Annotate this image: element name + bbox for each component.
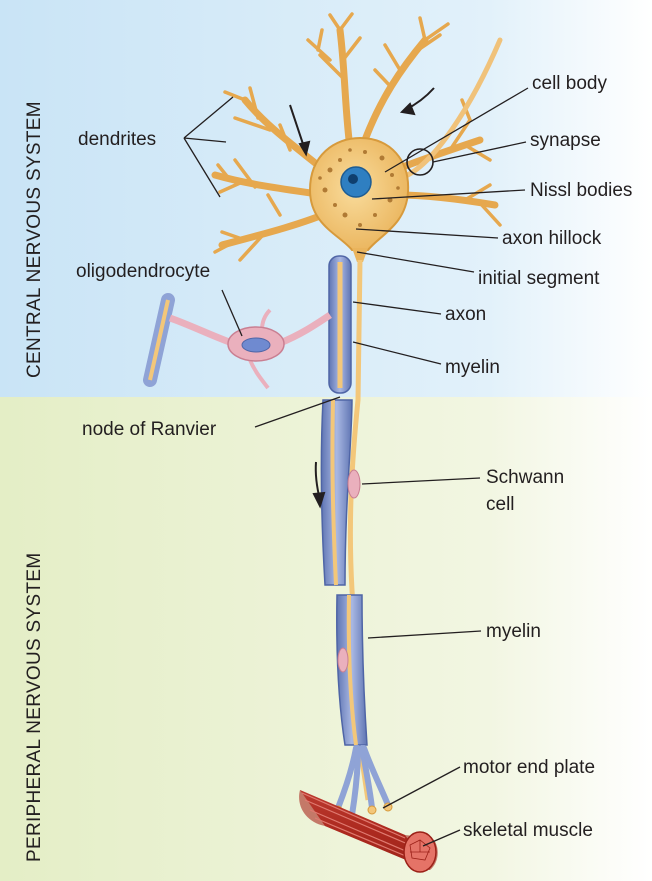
label-myelin-pns: myelin	[486, 621, 541, 642]
schwann-cell	[348, 470, 360, 498]
label-schwann-cell-line1: Schwann	[486, 467, 564, 488]
label-node-of-ranvier: node of Ranvier	[82, 419, 217, 440]
label-skeletal-muscle: skeletal muscle	[463, 820, 593, 841]
label-myelin-cns: myelin	[445, 357, 500, 378]
label-motor-end-plate: motor end plate	[463, 757, 595, 778]
label-initial-segment: initial segment	[478, 268, 600, 289]
cns-region-title: CENTRAL NERVOUS SYSTEM	[24, 101, 45, 378]
nucleolus	[348, 174, 358, 184]
pns-region-title: PERIPHERAL NERVOUS SYSTEM	[24, 553, 45, 862]
label-dendrites: dendrites	[78, 129, 156, 150]
label-oligodendrocyte: oligodendrocyte	[76, 261, 210, 282]
label-synapse: synapse	[530, 130, 601, 151]
label-nissl-bodies: Nissl bodies	[530, 180, 632, 201]
label-schwann-cell-line2: cell	[486, 494, 515, 515]
label-cell-body: cell body	[532, 73, 607, 94]
label-axon-hillock: axon hillock	[502, 228, 602, 249]
label-axon: axon	[445, 304, 486, 325]
